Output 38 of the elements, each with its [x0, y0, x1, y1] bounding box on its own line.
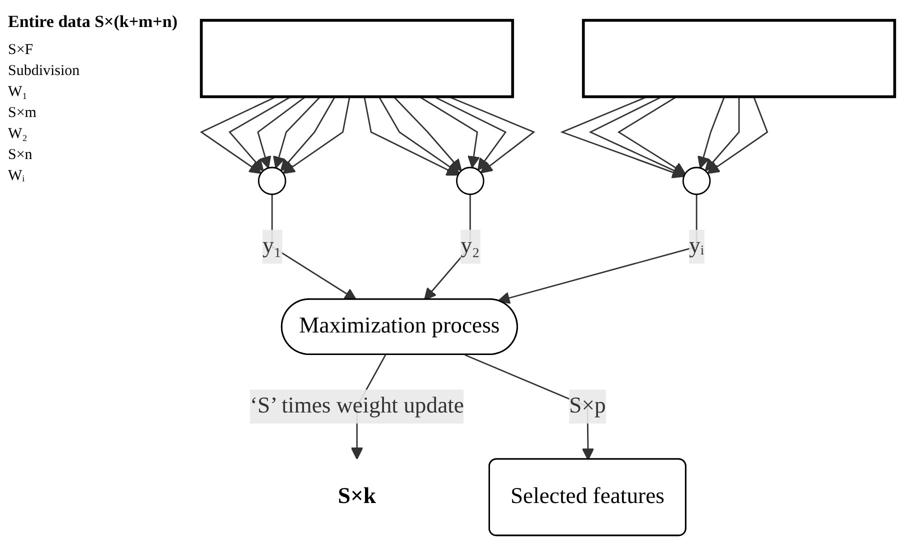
arrow [364, 96, 459, 176]
edge-label: yᵢ [689, 234, 704, 258]
node-bar [582, 18, 896, 98]
arrow [378, 96, 460, 174]
annotation-label: Wᵢ [8, 168, 26, 185]
arrow [272, 96, 321, 168]
arrow [200, 96, 276, 174]
arrow [393, 96, 462, 171]
arrow [697, 96, 725, 168]
edge-label: S×p [569, 394, 606, 418]
node-circle [258, 166, 286, 195]
arrow [257, 96, 306, 168]
arrow [498, 194, 698, 304]
edge-label: y₂ [460, 234, 480, 258]
arrow [588, 96, 685, 176]
arrow [560, 96, 684, 178]
edge-label: y₁ [262, 234, 282, 258]
arrow [280, 96, 336, 171]
node-circle [456, 166, 484, 195]
annotation-label: W₂ [8, 126, 28, 143]
arrow [228, 96, 292, 171]
node-text: S×k [338, 484, 376, 508]
arrow [434, 96, 507, 170]
diagram-title: Entire data S×(k+m+n) [8, 12, 178, 32]
arrow [419, 96, 480, 168]
node-bar [200, 18, 514, 98]
annotation-label: S×F [8, 42, 34, 59]
annotation-label: W₁ [8, 84, 28, 101]
arrow [707, 96, 768, 174]
arrow [282, 96, 350, 174]
annotation-label: S×m [8, 105, 38, 122]
edge-label: ‘S’ times weight update [250, 394, 464, 418]
arrow [617, 96, 686, 174]
annotation-label: Subdivision [8, 63, 81, 80]
arrow [448, 96, 536, 173]
annotation-label: S×n [8, 147, 34, 164]
arrow [704, 96, 740, 171]
node-circle [682, 166, 711, 195]
